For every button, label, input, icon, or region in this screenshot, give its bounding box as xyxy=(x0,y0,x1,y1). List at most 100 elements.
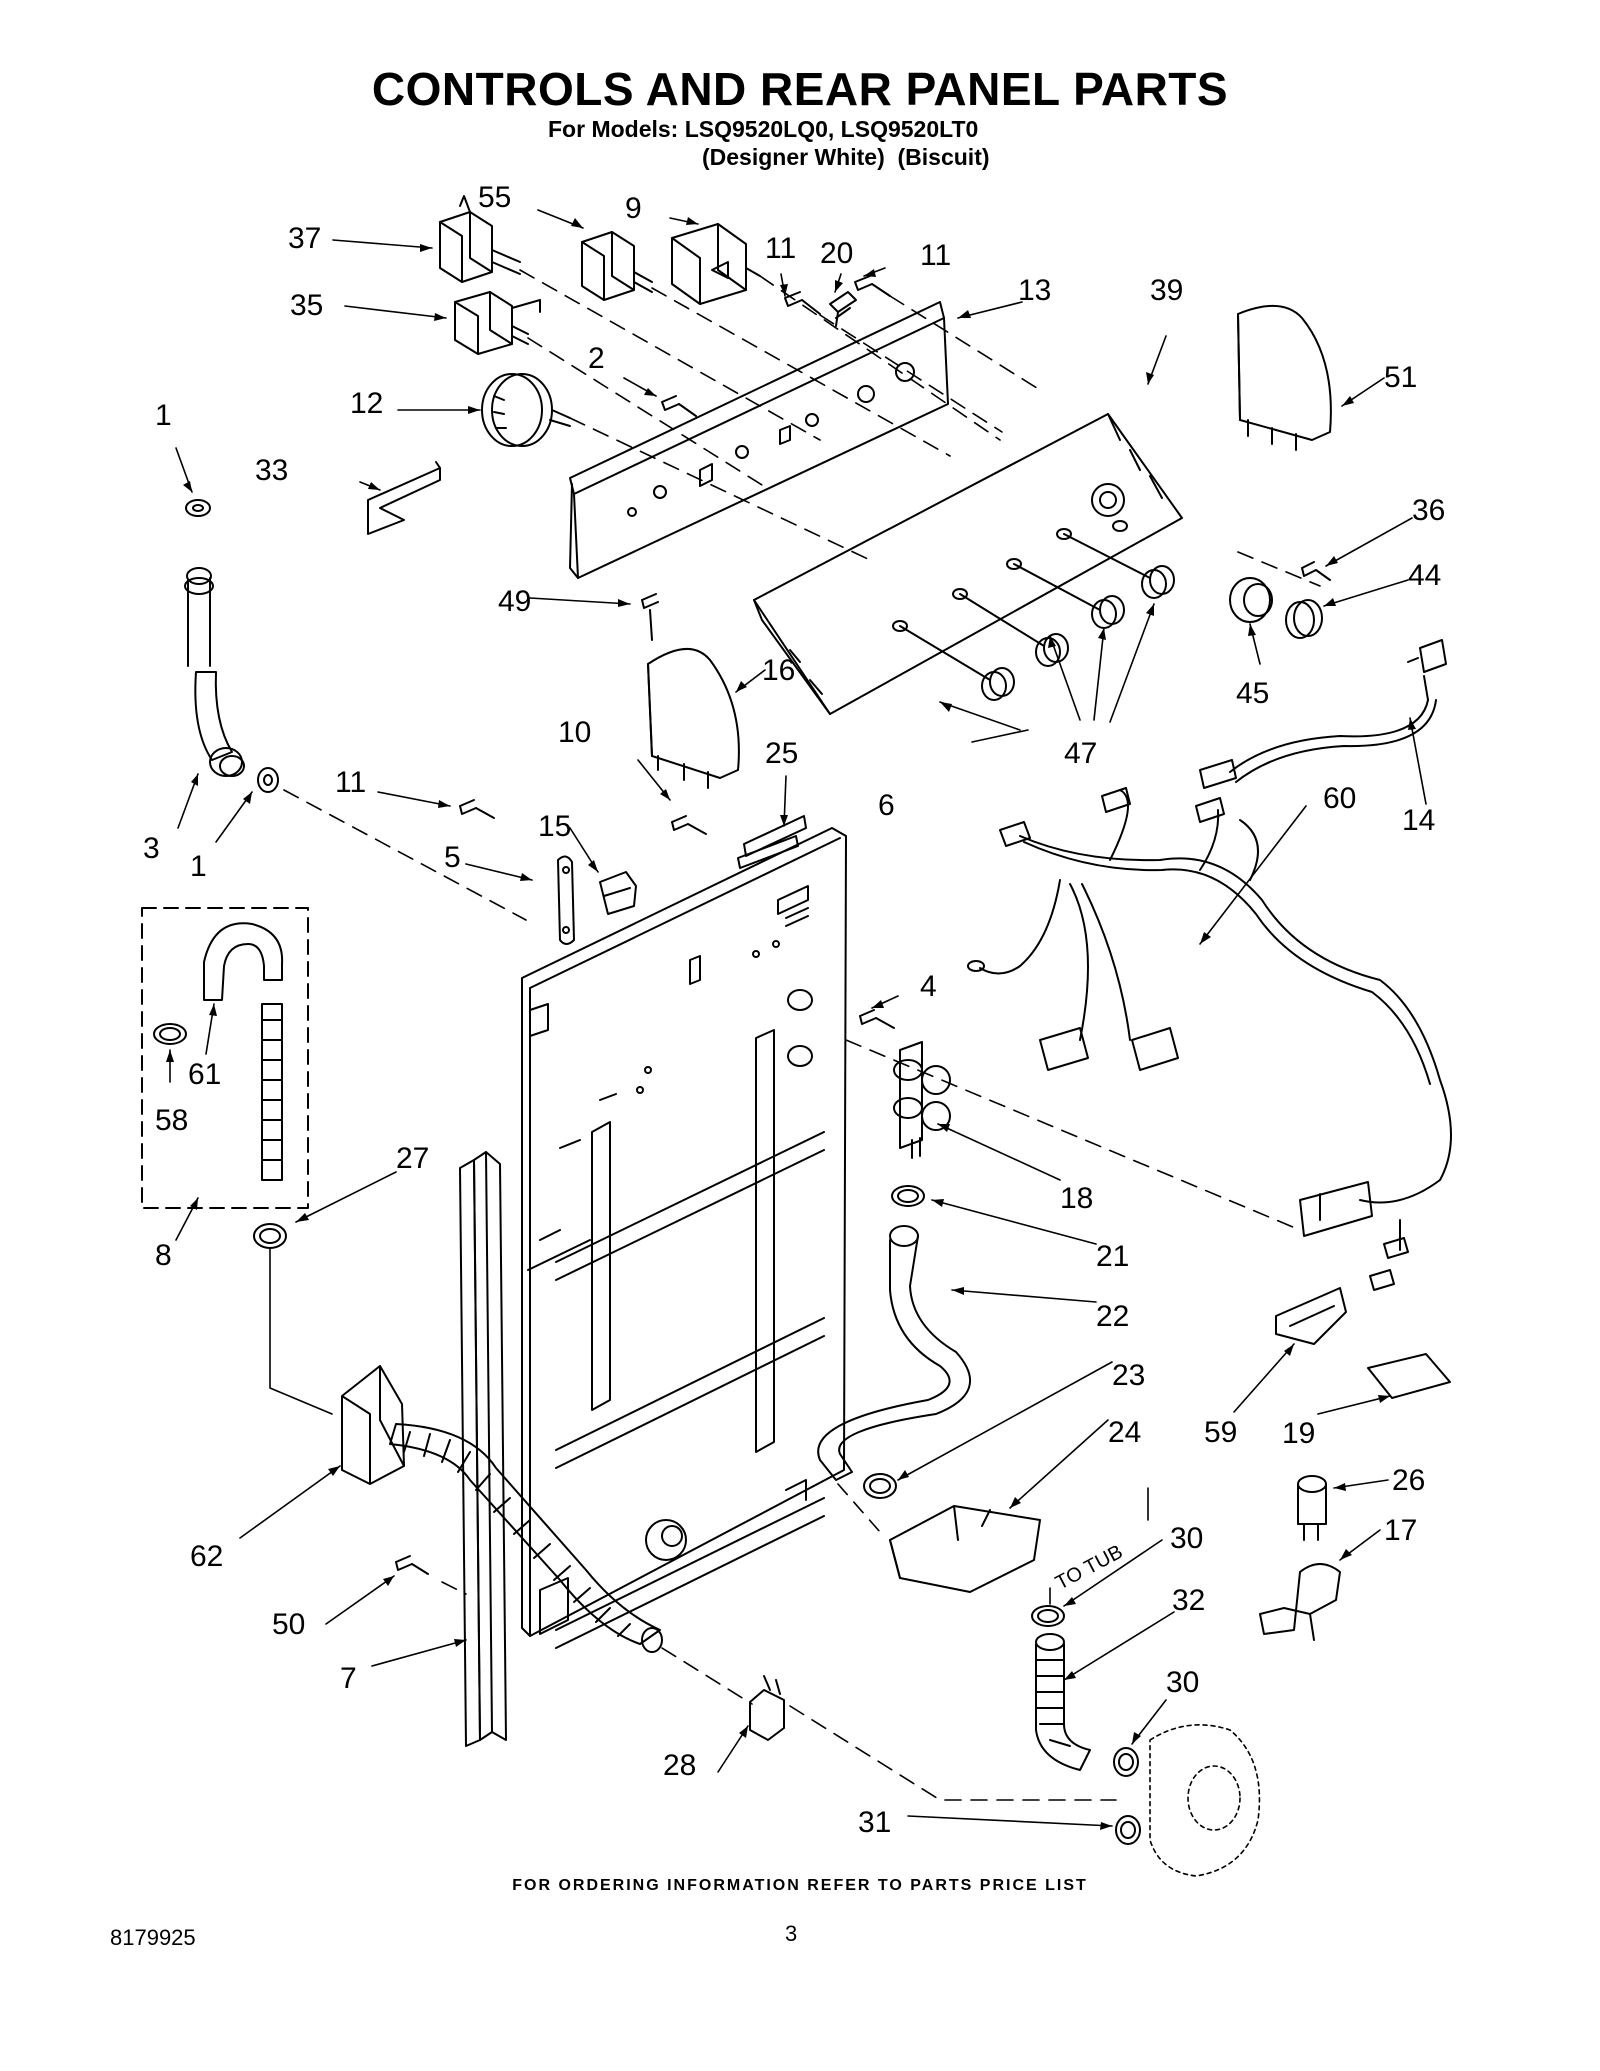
part-15-clip xyxy=(599,871,637,915)
callout-4: 4 xyxy=(920,970,937,1003)
callout-55: 55 xyxy=(478,181,511,214)
colors-line: (Designer White) (Biscuit) xyxy=(702,144,990,170)
callout-25: 25 xyxy=(765,737,798,770)
callout-2: 2 xyxy=(588,342,605,375)
callout-22: 22 xyxy=(1096,1300,1129,1333)
callout-58: 58 xyxy=(155,1104,188,1137)
part-49-screw xyxy=(641,593,659,641)
ordering-note: FOR ORDERING INFORMATION REFER TO PARTS … xyxy=(512,1877,1088,1894)
callout-3: 3 xyxy=(143,832,160,865)
part-18-water-valve xyxy=(893,1041,951,1159)
callout-61: 61 xyxy=(188,1058,221,1091)
callout-31: 31 xyxy=(858,1806,891,1839)
callout-18: 18 xyxy=(1060,1182,1093,1215)
pump-housing xyxy=(1149,1724,1261,1877)
part-19-label xyxy=(1367,1353,1451,1399)
callout-16: 16 xyxy=(762,654,795,687)
part-2-screw xyxy=(661,395,697,417)
callout-12: 12 xyxy=(350,387,383,420)
callout-30-a: 30 xyxy=(1170,1522,1203,1555)
to-tub-label: TO TUB xyxy=(1052,1541,1126,1595)
callout-30-b: 30 xyxy=(1166,1666,1199,1699)
part-7-channel xyxy=(459,1151,507,1747)
part-39-console-panel xyxy=(753,413,1183,715)
part-33-bracket xyxy=(367,461,441,535)
part-23-clamp xyxy=(863,1473,897,1499)
part-32-drain-hose xyxy=(1035,1633,1091,1771)
part-50-screw xyxy=(395,1555,429,1575)
callout-8: 8 xyxy=(155,1239,172,1272)
callout-9: 9 xyxy=(625,192,642,225)
callout-5: 5 xyxy=(444,841,461,874)
part-6-rear-panel xyxy=(521,815,847,1649)
callout-21: 21 xyxy=(1096,1240,1129,1273)
callout-60: 60 xyxy=(1323,782,1356,815)
callout-23: 23 xyxy=(1112,1359,1145,1392)
models-line: For Models: LSQ9520LQ0, LSQ9520LT0 xyxy=(548,116,979,142)
callout-36: 36 xyxy=(1412,494,1445,527)
part-11-screw-top xyxy=(784,275,891,315)
part-12-selector xyxy=(481,373,571,447)
part-30-clamp-upper xyxy=(1031,1605,1065,1627)
part-45-knob-base xyxy=(1229,577,1273,623)
page-number: 3 xyxy=(785,1921,798,1946)
callout-59: 59 xyxy=(1204,1416,1237,1449)
part-55-switch xyxy=(581,231,653,301)
callout-26: 26 xyxy=(1392,1464,1425,1497)
callout-11-a: 11 xyxy=(765,232,796,265)
part-1-washer-top xyxy=(185,499,211,517)
callout-10: 10 xyxy=(558,716,591,749)
callout-1-a: 1 xyxy=(155,399,172,432)
part-13-console-bracket xyxy=(569,301,949,579)
callout-11-b: 11 xyxy=(920,239,951,272)
callout-13: 13 xyxy=(1018,274,1051,307)
part-30-clamp-lower xyxy=(1113,1747,1139,1777)
callout-51: 51 xyxy=(1384,361,1417,394)
part-61-hose xyxy=(203,922,284,1181)
part-17-bracket xyxy=(1259,1563,1341,1641)
callout-labels: 55 9 37 11 20 11 13 39 35 2 51 1 12 33 3… xyxy=(143,181,1445,1839)
part-28-hose-clamp xyxy=(749,1675,785,1741)
callout-19: 19 xyxy=(1282,1417,1315,1450)
part-14-plug xyxy=(1199,639,1447,789)
part-3-inlet-hose xyxy=(184,567,245,777)
part-47-knobs xyxy=(899,533,1175,701)
part-1-washer-bottom xyxy=(257,767,279,793)
callout-39: 39 xyxy=(1150,274,1183,307)
part-60-wire-harness xyxy=(967,787,1452,1291)
callout-35: 35 xyxy=(290,289,323,322)
callout-17: 17 xyxy=(1384,1514,1417,1547)
callout-27: 27 xyxy=(396,1142,429,1175)
part-8-hose-kit-box xyxy=(141,907,309,1209)
callout-28: 28 xyxy=(663,1749,696,1782)
callout-24: 24 xyxy=(1108,1416,1141,1449)
part-35-switch xyxy=(454,291,541,355)
part-59-bracket xyxy=(1275,1287,1347,1345)
part-58-clamp xyxy=(153,1023,187,1045)
part-62-bracket xyxy=(341,1365,405,1485)
callout-49: 49 xyxy=(498,585,531,618)
callout-20: 20 xyxy=(820,237,853,270)
part-51-end-cap xyxy=(1237,304,1332,451)
part-5-bracket xyxy=(557,855,575,945)
leader-lines xyxy=(169,209,1427,1827)
callout-7: 7 xyxy=(340,1662,357,1695)
callout-62: 62 xyxy=(190,1540,223,1573)
part-26-capacitor xyxy=(1297,1475,1327,1541)
part-21-clamp xyxy=(891,1185,925,1207)
part-4-screw xyxy=(859,1009,895,1029)
part-9-timer xyxy=(671,223,761,305)
part-20-clip xyxy=(829,291,857,327)
part-31-clamp xyxy=(1115,1815,1141,1845)
callout-1-b: 1 xyxy=(190,850,207,883)
callout-47: 47 xyxy=(1064,737,1097,770)
part-36-screw xyxy=(1301,561,1331,581)
part-27-clamp xyxy=(253,1223,287,1249)
callout-45: 45 xyxy=(1236,677,1269,710)
part-11-screw-left xyxy=(459,799,495,819)
part-16-end-cap xyxy=(647,647,740,789)
part-22-hose xyxy=(817,1225,972,1481)
callout-14: 14 xyxy=(1402,804,1435,837)
part-24-bracket xyxy=(889,1505,1041,1593)
